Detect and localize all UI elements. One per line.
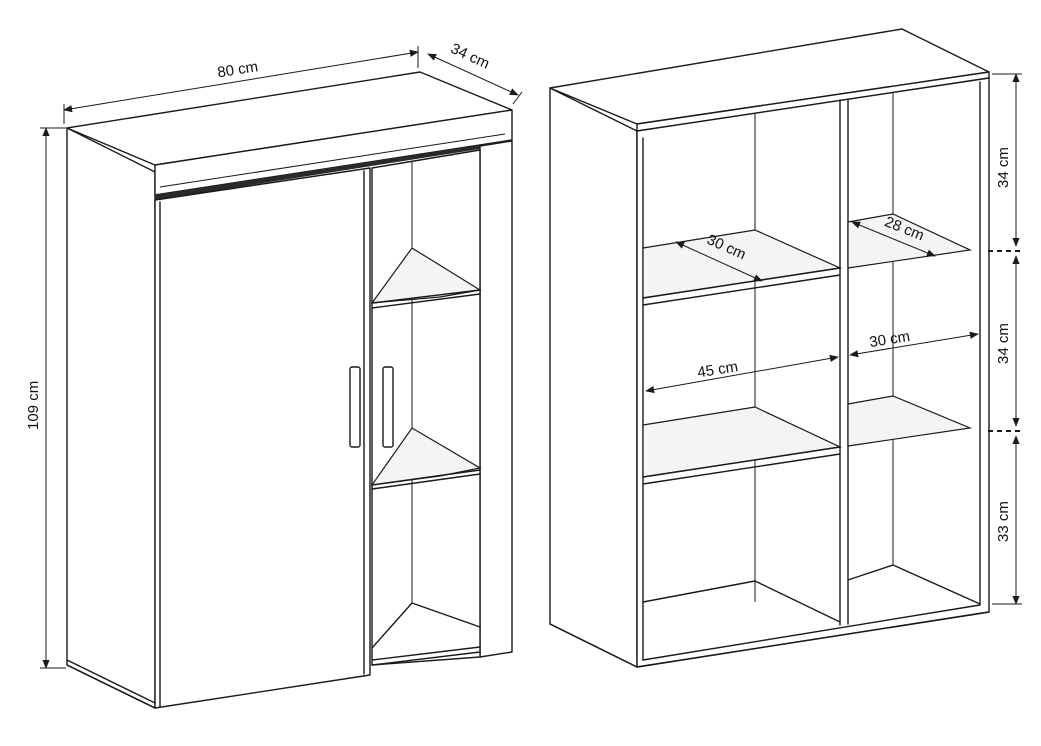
depth-label: 34 cm [448,40,492,73]
depth-dimension-line [427,53,519,96]
compartment-width-left-line [645,354,839,394]
height-top-label: 34 cm [995,147,1012,188]
compartment-width-right-line [849,331,979,358]
width-dimension-line [63,49,419,113]
shelf-depth-left-line [675,241,763,282]
shelf-right-lower [847,395,973,447]
height-bottom-label: 33 cm [995,501,1012,542]
cabinet-door[interactable] [154,167,371,709]
compartment-width-right-label: 30 cm [868,328,911,351]
shelf-depth-right-line [851,221,936,257]
height-label: 109 cm [25,381,42,430]
front-cabinet-right-post [479,140,513,658]
height-middle-label: 34 cm [995,323,1012,364]
front-cabinet-side-panel [66,127,156,709]
shelving-side-panel [549,87,638,668]
open-shelving-cabinet [549,28,990,668]
door-handle-left[interactable] [349,366,361,448]
shelving-frame [636,77,990,668]
front-cabinet [66,71,513,709]
width-label: 80 cm [216,58,259,81]
compartment-width-left-label: 45 cm [696,358,739,381]
door-handle-right[interactable] [382,366,394,448]
